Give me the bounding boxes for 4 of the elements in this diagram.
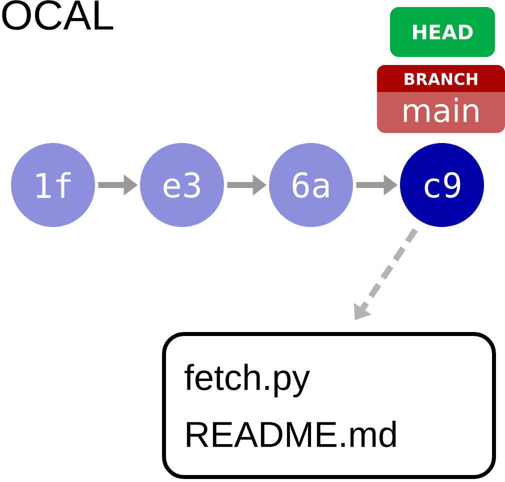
head-badge: HEAD <box>390 7 495 57</box>
title: OCAL <box>2 0 114 30</box>
file-box: fetch.py README.md <box>162 332 496 479</box>
branch-badge: BRANCH main <box>377 65 505 133</box>
